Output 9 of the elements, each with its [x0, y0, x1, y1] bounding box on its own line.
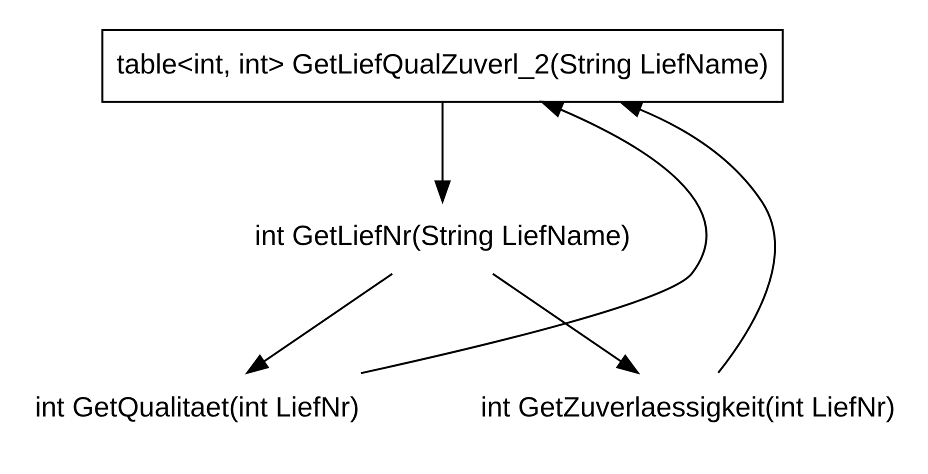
arrow: [492, 272, 640, 374]
node-text: int GetQualitaet(int LiefNr): [34, 390, 360, 422]
arrow: [360, 100, 708, 374]
node-text: int GetZuverlaessigkeit(int LiefNr): [480, 390, 896, 422]
arrow: [244, 272, 393, 374]
node-text: int GetLiefNr(String LiefName): [254, 219, 630, 250]
node-box: table<int, int> GetLiefQualZuverl_2(String LiefName): [101, 28, 784, 102]
arrow: [618, 100, 776, 373]
arrow: [434, 102, 451, 204]
